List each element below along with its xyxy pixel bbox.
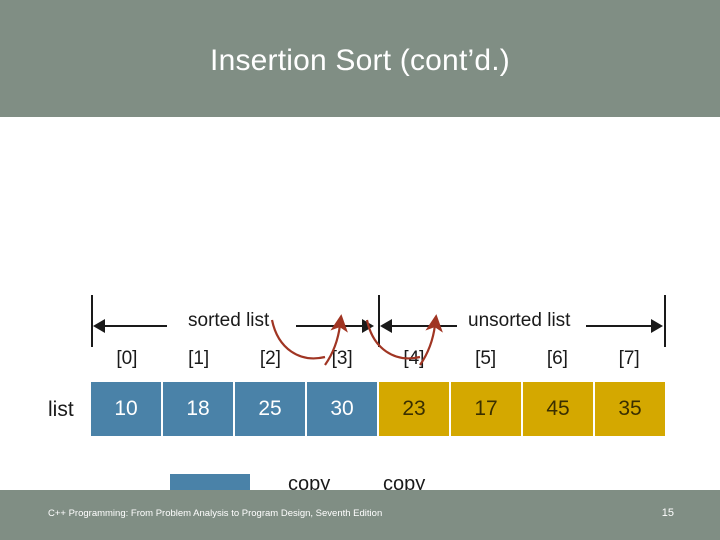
unsorted-span-line-right — [586, 325, 656, 327]
array-index-3: [3] — [331, 348, 353, 369]
unsorted-span-arrowhead-right — [651, 319, 663, 333]
array-cell-3: 30 — [307, 382, 377, 436]
bracket-tick-right — [664, 295, 666, 347]
array-cell-1: 18 — [163, 382, 233, 436]
footer-attribution: C++ Programming: From Problem Analysis t… — [48, 508, 383, 519]
bracket-tick-left — [91, 295, 93, 347]
unsorted-span-line-left — [387, 325, 457, 327]
array-index-1: [1] — [188, 348, 210, 369]
page-title: Insertion Sort (cont’d.) — [210, 44, 510, 77]
figure-container: sorted list unsorted list [0] [1] [2] [3… — [0, 117, 720, 526]
array-index-row: [0] [1] [2] [3] [4] [5] [6] [7] — [91, 348, 665, 370]
array-index-2: [2] — [259, 348, 281, 369]
array-index-5: [5] — [475, 348, 497, 369]
array-cell-7: 35 — [595, 382, 665, 436]
array-cell-6: 45 — [523, 382, 593, 436]
array-cell-0: 10 — [91, 382, 161, 436]
array-index-6: [6] — [546, 348, 568, 369]
unsorted-list-label: unsorted list — [468, 310, 571, 331]
array-row: 10 18 25 30 23 17 45 35 — [91, 382, 665, 436]
array-index-0: [0] — [116, 348, 138, 369]
sorted-list-label: sorted list — [188, 310, 270, 331]
sorted-span-arrowhead-right — [362, 319, 374, 333]
array-cell-2: 25 — [235, 382, 305, 436]
slide-header-bar — [0, 0, 720, 117]
sorted-span-line-right — [296, 325, 370, 327]
array-index-4: [4] — [403, 348, 425, 369]
sorted-span-line-left — [99, 325, 167, 327]
sorted-span-arrowhead-left — [93, 319, 105, 333]
copy-label-1: copy — [288, 473, 331, 495]
unsorted-span-arrowhead-left — [380, 319, 392, 333]
array-cell-5: 17 — [451, 382, 521, 436]
slide-footer-bar — [0, 490, 720, 540]
list-label: list — [48, 398, 74, 421]
array-index-7: [7] — [618, 348, 640, 369]
array-cell-4: 23 — [379, 382, 449, 436]
slide-number: 15 — [661, 507, 674, 519]
copy-label-2: copy — [383, 473, 426, 495]
